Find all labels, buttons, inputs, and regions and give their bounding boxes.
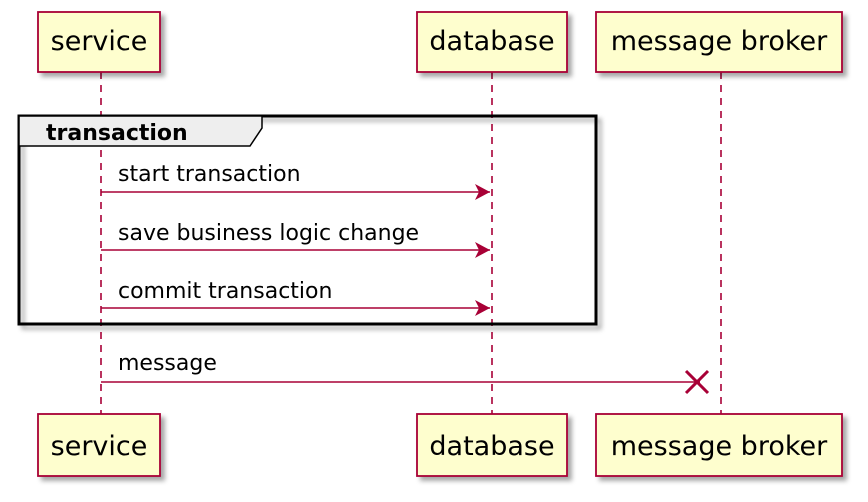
participant-database-top: database: [416, 11, 568, 73]
message-label: save business logic change: [118, 221, 419, 246]
participant-database-bottom: database: [416, 413, 568, 477]
message-label: commit transaction: [118, 279, 332, 304]
participant-service-bottom: service: [37, 413, 161, 477]
participant-label: database: [429, 431, 554, 462]
participant-message-broker-bottom: message broker: [595, 413, 843, 477]
arrow-head: [475, 242, 490, 258]
participant-service-top: service: [37, 11, 161, 73]
arrow-head: [475, 300, 490, 316]
message-commit-transaction: commit transaction: [101, 279, 490, 316]
participant-message-broker-top: message broker: [595, 11, 843, 73]
transaction-group: transaction: [17, 114, 598, 326]
group-tab: [18, 115, 263, 147]
message-label: message: [118, 351, 217, 376]
message-start-transaction: start transaction: [101, 162, 490, 200]
message-label: start transaction: [118, 162, 301, 187]
participant-label: database: [429, 26, 554, 57]
group-label: transaction: [46, 121, 188, 146]
group-frame: [17, 114, 598, 326]
arrow-head: [475, 184, 490, 200]
participant-label: service: [51, 26, 148, 57]
destroy-cross-icon: [684, 369, 710, 395]
participant-label: message broker: [611, 26, 828, 57]
participant-label: service: [51, 431, 148, 462]
participant-label: message broker: [611, 431, 828, 462]
message-to-broker: message: [101, 351, 710, 395]
message-save-business-logic-change: save business logic change: [101, 221, 490, 258]
